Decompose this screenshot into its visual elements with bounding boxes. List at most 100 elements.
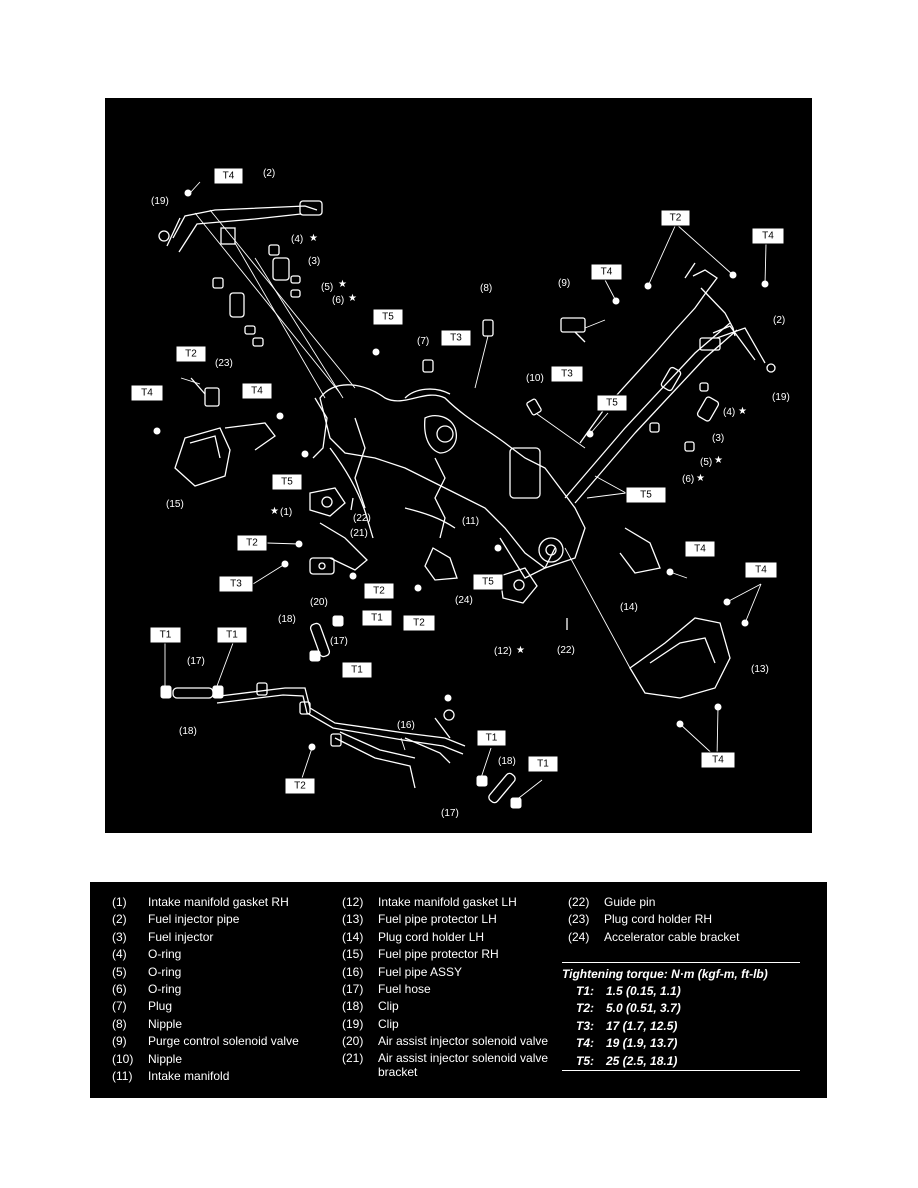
legend-row: (19)Clip — [342, 1016, 399, 1031]
fuel-pipe-assy — [216, 682, 466, 789]
legend-row: (14)Plug cord holder LH — [342, 929, 485, 944]
callout-20: (20) — [310, 597, 328, 608]
callout-3-top: (3) — [308, 256, 320, 267]
torque-tag-t2-mid-left: T2 — [236, 534, 268, 552]
star-5-top: ★ — [338, 279, 347, 290]
callout-17-left: (17) — [187, 656, 205, 667]
star-5-right: ★ — [714, 455, 723, 466]
exploded-parts-diagram: T4 T2 T4 T4 T5 T3 T2 T3 T4 T4 T5 T5 T5 T… — [105, 98, 812, 833]
torque-tag-t5-upper: T5 — [372, 308, 404, 326]
legend-row: (9)Purge control solenoid valve — [112, 1034, 299, 1049]
callout-7: (7) — [417, 336, 429, 347]
callout-19-top: (19) — [151, 196, 169, 207]
torque-tag-t2-center: T2 — [363, 582, 395, 600]
callout-3-right: (3) — [712, 433, 724, 444]
callout-4-top: (4) — [291, 234, 303, 245]
svg-text:T4: T4 — [712, 755, 724, 766]
callout-17-center: (17) — [330, 636, 348, 647]
torque-tag-t5-left: T5 — [271, 473, 303, 491]
star-6-top: ★ — [348, 293, 357, 304]
callout-11: (11) — [462, 516, 479, 527]
callout-13: (13) — [751, 664, 769, 675]
callout-1: (1) — [280, 507, 292, 518]
torque-tag-t4-far-right: T4 — [751, 227, 785, 245]
legend-column-3: (22)Guide pin (23)Plug cord holder RH (2… — [568, 894, 739, 946]
torque-tag-t1-center: T1 — [341, 661, 373, 679]
svg-text:T4: T4 — [601, 267, 613, 278]
callout-15: (15) — [166, 499, 184, 510]
callout-17-bottom: (17) — [441, 808, 459, 819]
torque-tag-t2-bottom: T2 — [284, 777, 316, 795]
legend-row: (10)Nipple — [112, 1051, 183, 1066]
legend-row: (1)Intake manifold gasket RH — [112, 895, 289, 909]
air-assist-injector-solenoid-valve-bracket — [319, 522, 368, 571]
callout-14: (14) — [620, 602, 638, 613]
tightening-torque-table: Tightening torque: N·m (kgf-m, ft-lb) T1… — [562, 962, 802, 1071]
plug-cord-holder-lh — [619, 527, 661, 574]
torque-tag-t4-bottom-right: T4 — [700, 751, 736, 769]
torque-row: T4:19 (1.9, 13.7) — [576, 1036, 678, 1051]
callout-2-top: (2) — [263, 168, 275, 179]
intake-manifold-gasket-lh — [499, 567, 538, 604]
callout-6-top: (6) — [332, 295, 344, 306]
torque-tag-t1-left-b: T1 — [216, 626, 248, 644]
legend-column-2: (12)Intake manifold gasket LH (13)Fuel p… — [342, 894, 558, 1081]
purge-control-solenoid-valve — [560, 317, 606, 343]
star-4-top: ★ — [309, 233, 318, 244]
svg-text:T1: T1 — [537, 759, 549, 770]
callout-18-bottom: (18) — [498, 756, 516, 767]
fuel-hose-center — [309, 615, 344, 662]
torque-tag-t1-bottom-b: T1 — [527, 755, 559, 773]
plug-cord-holder-rh — [190, 377, 220, 407]
legend-row: (13)Fuel pipe protector LH — [342, 912, 497, 927]
legend-row: (3)Fuel injector — [112, 929, 214, 944]
intake-manifold-gasket-rh — [309, 487, 346, 517]
star-6-right: ★ — [696, 473, 705, 484]
fuel-hose-bottom — [476, 772, 522, 809]
torque-tag-t5-mid-right: T5 — [625, 486, 667, 504]
torque-tag-t2-top-right: T2 — [660, 209, 691, 227]
star-12: ★ — [516, 645, 525, 656]
accelerator-cable-bracket — [424, 547, 458, 581]
callout-9: (9) — [558, 278, 570, 289]
svg-text:T3: T3 — [450, 333, 462, 344]
fuel-pipe-protector-rh — [174, 422, 276, 487]
torque-row: T3:17 (1.7, 12.5) — [576, 1018, 678, 1033]
torque-row: T1:1.5 (0.15, 1.1) — [576, 984, 681, 998]
svg-text:T4: T4 — [223, 171, 235, 182]
callout-5-right: (5) — [700, 457, 712, 468]
svg-text:T2: T2 — [670, 213, 682, 224]
torque-tag-t4-left-mid: T4 — [241, 382, 273, 400]
callout-22-right: (22) — [557, 645, 575, 656]
torque-row: T2:5.0 (0.51, 3.7) — [576, 1001, 681, 1016]
svg-text:T2: T2 — [246, 538, 258, 549]
callout-18-center: (18) — [278, 614, 296, 625]
diagram-drawing: T4 T2 T4 T4 T5 T3 T2 T3 T4 T4 T5 T5 T5 T… — [130, 167, 790, 819]
torque-tag-t3-plug: T3 — [440, 329, 472, 347]
fuel-injector-pipe-rh — [158, 200, 323, 253]
callout-5-top: (5) — [321, 282, 333, 293]
svg-text:T1: T1 — [351, 665, 363, 676]
fuel-injectors-rh — [212, 244, 301, 347]
torque-tag-t4-right: T4 — [744, 561, 778, 579]
torque-tag-t2-left: T2 — [175, 345, 207, 363]
legend-column-1: (1)Intake manifold gasket RH (2)Fuel inj… — [112, 894, 299, 1085]
nipple-10 — [526, 398, 586, 449]
fuel-pipe-protector-lh — [564, 547, 731, 699]
callout-24: (24) — [455, 595, 473, 606]
legend-row: (24)Accelerator cable bracket — [568, 929, 740, 944]
svg-text:T5: T5 — [606, 398, 618, 409]
svg-text:T1: T1 — [160, 630, 172, 641]
legend-row: (18)Clip — [342, 999, 399, 1014]
nipple-8 — [474, 319, 494, 389]
svg-text:T4: T4 — [141, 388, 153, 399]
legend-row: (17)Fuel hose — [342, 981, 431, 996]
torque-row: T5:25 (2.5, 18.1) — [576, 1053, 678, 1068]
svg-text:T2: T2 — [413, 618, 425, 629]
svg-text:T4: T4 — [694, 544, 706, 555]
callout-19-right: (19) — [772, 392, 790, 403]
torque-tag-t5-center: T5 — [472, 573, 504, 591]
torque-tag-t1-clip: T1 — [361, 609, 393, 627]
svg-text:T4: T4 — [251, 386, 263, 397]
legend-row: (23)Plug cord holder RH — [568, 912, 713, 927]
